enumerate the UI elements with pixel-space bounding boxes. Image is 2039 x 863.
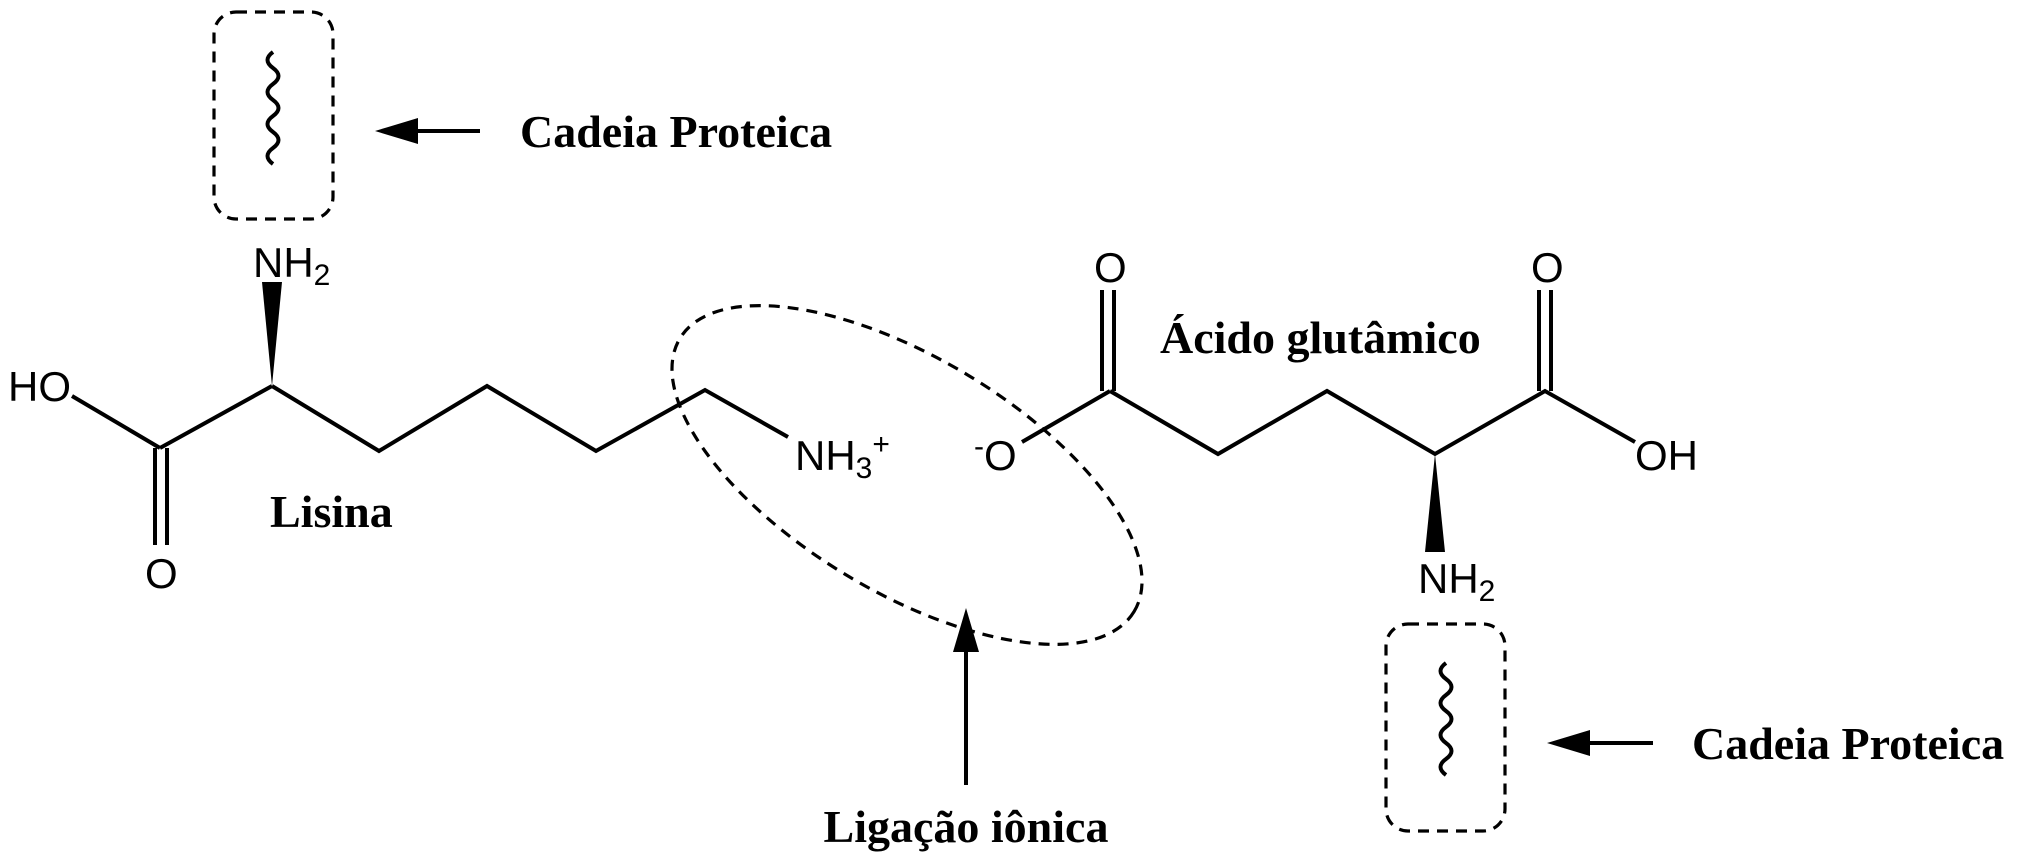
lysine-ammonium-label: NH3+	[795, 428, 890, 485]
protein-chain-bottom: Cadeia Proteica	[1384, 622, 2004, 833]
lysine-amine-wedge	[262, 282, 282, 386]
protein-chain-top-label: Cadeia Proteica	[520, 106, 832, 157]
lysine-amine-label: NH2	[253, 239, 330, 292]
protein-chain-top-wavy-icon	[265, 50, 281, 166]
lysine-name-label: Lisina	[270, 486, 393, 537]
glutamate-molecule: -O O O OH NH2 Ácido glutâmico	[974, 244, 1698, 608]
lysine-c-oh-bond	[70, 394, 162, 450]
lysine-molecule: HO O NH2 NH3+ Lisina	[8, 239, 890, 597]
glutamate-side-carbonyl-o-label: O	[1094, 244, 1127, 291]
protein-chain-bottom-wavy-icon	[1438, 661, 1454, 777]
glutamate-hydroxyl-label: OH	[1635, 432, 1698, 479]
ionic-bond-label: Ligação iônica	[824, 801, 1109, 852]
glutamate-amine-label: NH2	[1418, 555, 1495, 608]
protein-chain-bottom-box	[1384, 622, 1507, 833]
glutamate-amine-wedge	[1425, 454, 1445, 552]
lysine-side-chain	[270, 383, 789, 454]
protein-chain-top-box	[212, 10, 335, 221]
lysine-alpha-carboxyl-bond	[159, 384, 273, 450]
protein-chain-top-arrowhead	[375, 118, 418, 144]
protein-chain-bottom-arrowhead	[1547, 730, 1590, 756]
glutamate-o-c-bond	[1020, 389, 1112, 444]
lysine-carbonyl-o-label: O	[145, 550, 178, 597]
glutamate-acid-carbonyl-o-label: O	[1531, 244, 1564, 291]
lysine-hydroxyl-label: HO	[8, 363, 71, 410]
glutamate-name-label: Ácido glutâmico	[1160, 312, 1481, 363]
ionic-bond-ellipse	[670, 304, 1144, 646]
glutamate-side-chain	[1108, 388, 1636, 457]
ionic-bond-arrowhead	[953, 608, 979, 652]
glutamate-carboxylate-label: -O	[974, 430, 1017, 479]
protein-chain-top: Cadeia Proteica	[212, 10, 832, 221]
protein-chain-bottom-label: Cadeia Proteica	[1692, 718, 2004, 769]
